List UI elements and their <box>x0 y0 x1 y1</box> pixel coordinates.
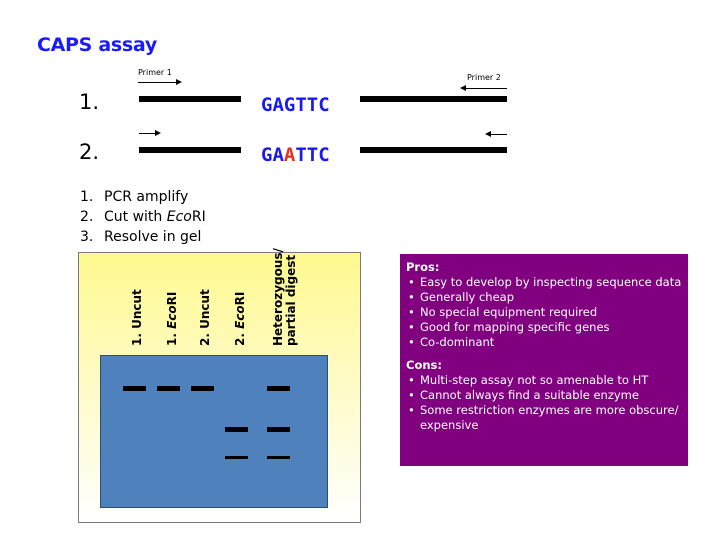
pros-header: Pros: <box>406 260 440 274</box>
lane-label-5: Heterozygous/partial digest <box>271 248 298 346</box>
gel-band-lane-4-bottom <box>225 456 248 459</box>
step-number: 3. <box>80 229 94 245</box>
cons-item: Multi-step assay not so amenable to HT <box>406 373 682 388</box>
pros-item: Generally cheap <box>406 290 682 305</box>
pros-list: Easy to develop by inspecting sequence d… <box>406 275 682 350</box>
row-1-number: 1. <box>79 90 100 114</box>
pros-item: Good for mapping specific genes <box>406 320 682 335</box>
seq-part: GA <box>261 144 284 166</box>
row-2-reverse-arrow-icon <box>485 131 507 137</box>
step-item: 1. PCR amplify <box>80 187 206 207</box>
row-1-dna-right <box>360 96 507 102</box>
pros-item: Co-dominant <box>406 335 682 350</box>
pros-cons-box: Pros: Easy to develop by inspecting sequ… <box>400 254 688 466</box>
lane-label-2: 1. EcoRI <box>165 291 179 346</box>
row-2-sequence: GAATTC <box>261 144 330 166</box>
step-text: PCR amplify <box>104 189 189 205</box>
lane-label-3: 2. Uncut <box>198 289 212 346</box>
slide-title: CAPS assay <box>37 34 157 56</box>
step-text: Resolve in gel <box>104 229 202 245</box>
step-item: 2. Cut with EcoRI <box>80 207 206 227</box>
gel-band-lane-1-top <box>123 386 146 391</box>
seq-part: TTC <box>295 94 330 116</box>
step-number: 2. <box>80 209 94 225</box>
gel-band-lane-4-middle <box>225 427 248 432</box>
cons-header: Cons: <box>406 358 442 372</box>
gel-band-lane-5-middle <box>267 427 290 432</box>
seq-part: TTC <box>295 144 330 166</box>
row-2-dna-right <box>360 147 507 153</box>
steps-list: 1. PCR amplify 2. Cut with EcoRI 3. Resolve… <box>80 187 206 247</box>
lane-label-1: 1. Uncut <box>130 289 144 346</box>
row-2-forward-arrow-icon <box>139 130 161 136</box>
row-1-sequence: GAGTTC <box>261 94 330 116</box>
cons-item: Some restriction enzymes are more obscur… <box>406 403 682 433</box>
pros-item: No special equipment required <box>406 305 682 320</box>
cons-item: Cannot always find a suitable enzyme <box>406 388 682 403</box>
gel-band-lane-5-top <box>267 386 290 391</box>
primer1-arrow-icon <box>138 79 182 85</box>
seq-part: GAG <box>261 94 296 116</box>
seq-mutation: A <box>283 144 296 166</box>
primer1-label: Primer 1 <box>138 68 172 77</box>
step-text: Cut with EcoRI <box>104 209 206 225</box>
pros-item: Easy to develop by inspecting sequence d… <box>406 275 682 290</box>
gel-band-lane-5-bottom <box>267 456 290 459</box>
step-item: 3. Resolve in gel <box>80 227 206 247</box>
step-number: 1. <box>80 189 94 205</box>
row-1-dna-left <box>139 96 241 102</box>
gel-band-lane-2-top <box>157 386 180 391</box>
row-2-dna-left <box>139 147 241 153</box>
lane-label-4: 2. EcoRI <box>233 291 247 346</box>
cons-list: Multi-step assay not so amenable to HT C… <box>406 373 682 433</box>
gel-band-lane-3-top <box>191 386 214 391</box>
primer2-arrow-icon <box>460 85 507 91</box>
primer2-label: Primer 2 <box>467 73 501 82</box>
row-2-number: 2. <box>79 140 100 164</box>
gel <box>100 355 328 508</box>
